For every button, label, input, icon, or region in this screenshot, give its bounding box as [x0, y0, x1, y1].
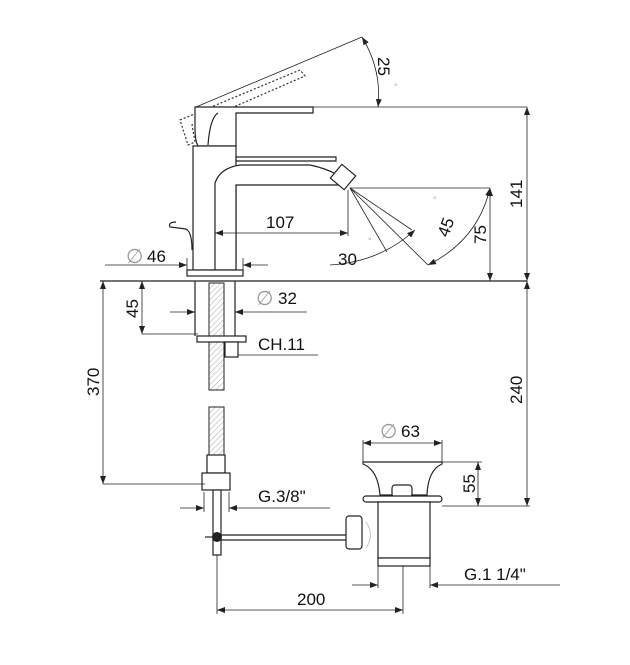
base-diameter-label: 46: [147, 247, 166, 266]
shank-diameter-label: 32: [278, 289, 297, 308]
dimension-shank-diameter: ∅ 32: [170, 288, 307, 315]
nut-size-label: CH.11: [258, 335, 305, 354]
lever-angle-label: 25: [374, 57, 393, 76]
dimension-shank-length: 45: [123, 281, 198, 335]
hose-length-label: 370: [84, 368, 103, 396]
degree-symbol: °: [394, 82, 398, 92]
dimension-spout-reach: 107: [215, 190, 349, 236]
faucet-body: [169, 69, 357, 277]
degree-symbol: °: [433, 195, 437, 205]
dimension-connection-thread: G.3/8": [180, 487, 330, 512]
spray-angle-a-label: 30: [338, 250, 357, 269]
shank-length-label: 45: [123, 299, 142, 318]
spout-reach-label: 107: [266, 213, 294, 232]
degree-symbol: °: [368, 236, 372, 246]
height-total-label: 141: [507, 180, 526, 208]
drain-cap-diameter-label: 63: [401, 422, 420, 441]
dimension-drain-below-deck: 240: [442, 281, 530, 507]
dimension-rod-distance: 200: [216, 555, 404, 614]
dimension-base-diameter: ∅ 46: [105, 246, 268, 270]
spray-angle-b-label: 45: [434, 215, 458, 239]
connection-thread-label: G.3/8": [258, 487, 306, 506]
spray-angles: 30 ° 45 °: [329, 187, 492, 269]
shank-assembly: [194, 281, 363, 556]
spout-height-label: 75: [471, 225, 490, 244]
drain-thread-label: G.1 1/4": [464, 565, 526, 584]
diameter-symbol: ∅: [126, 246, 143, 268]
drain-below-deck-label: 240: [507, 376, 526, 404]
dimension-height-total: 141: [507, 107, 530, 281]
dimension-spout-height: 75: [471, 188, 493, 281]
rod-distance-label: 200: [297, 590, 325, 609]
dimension-lever-angle: 25 °: [195, 36, 398, 108]
dimension-nut-size: CH.11: [238, 335, 318, 356]
dimension-drain-thread: G.1 1/4": [352, 565, 560, 588]
dimension-drain-cap-height: 55: [442, 461, 482, 506]
diameter-symbol: ∅: [380, 421, 397, 443]
drain-cap-height-label: 55: [460, 474, 479, 493]
diameter-symbol: ∅: [256, 288, 273, 310]
drain-assembly: [362, 461, 443, 567]
dimension-hose-length: 370: [84, 281, 205, 485]
dimension-drain-cap-diameter: ∅ 63: [362, 421, 443, 462]
